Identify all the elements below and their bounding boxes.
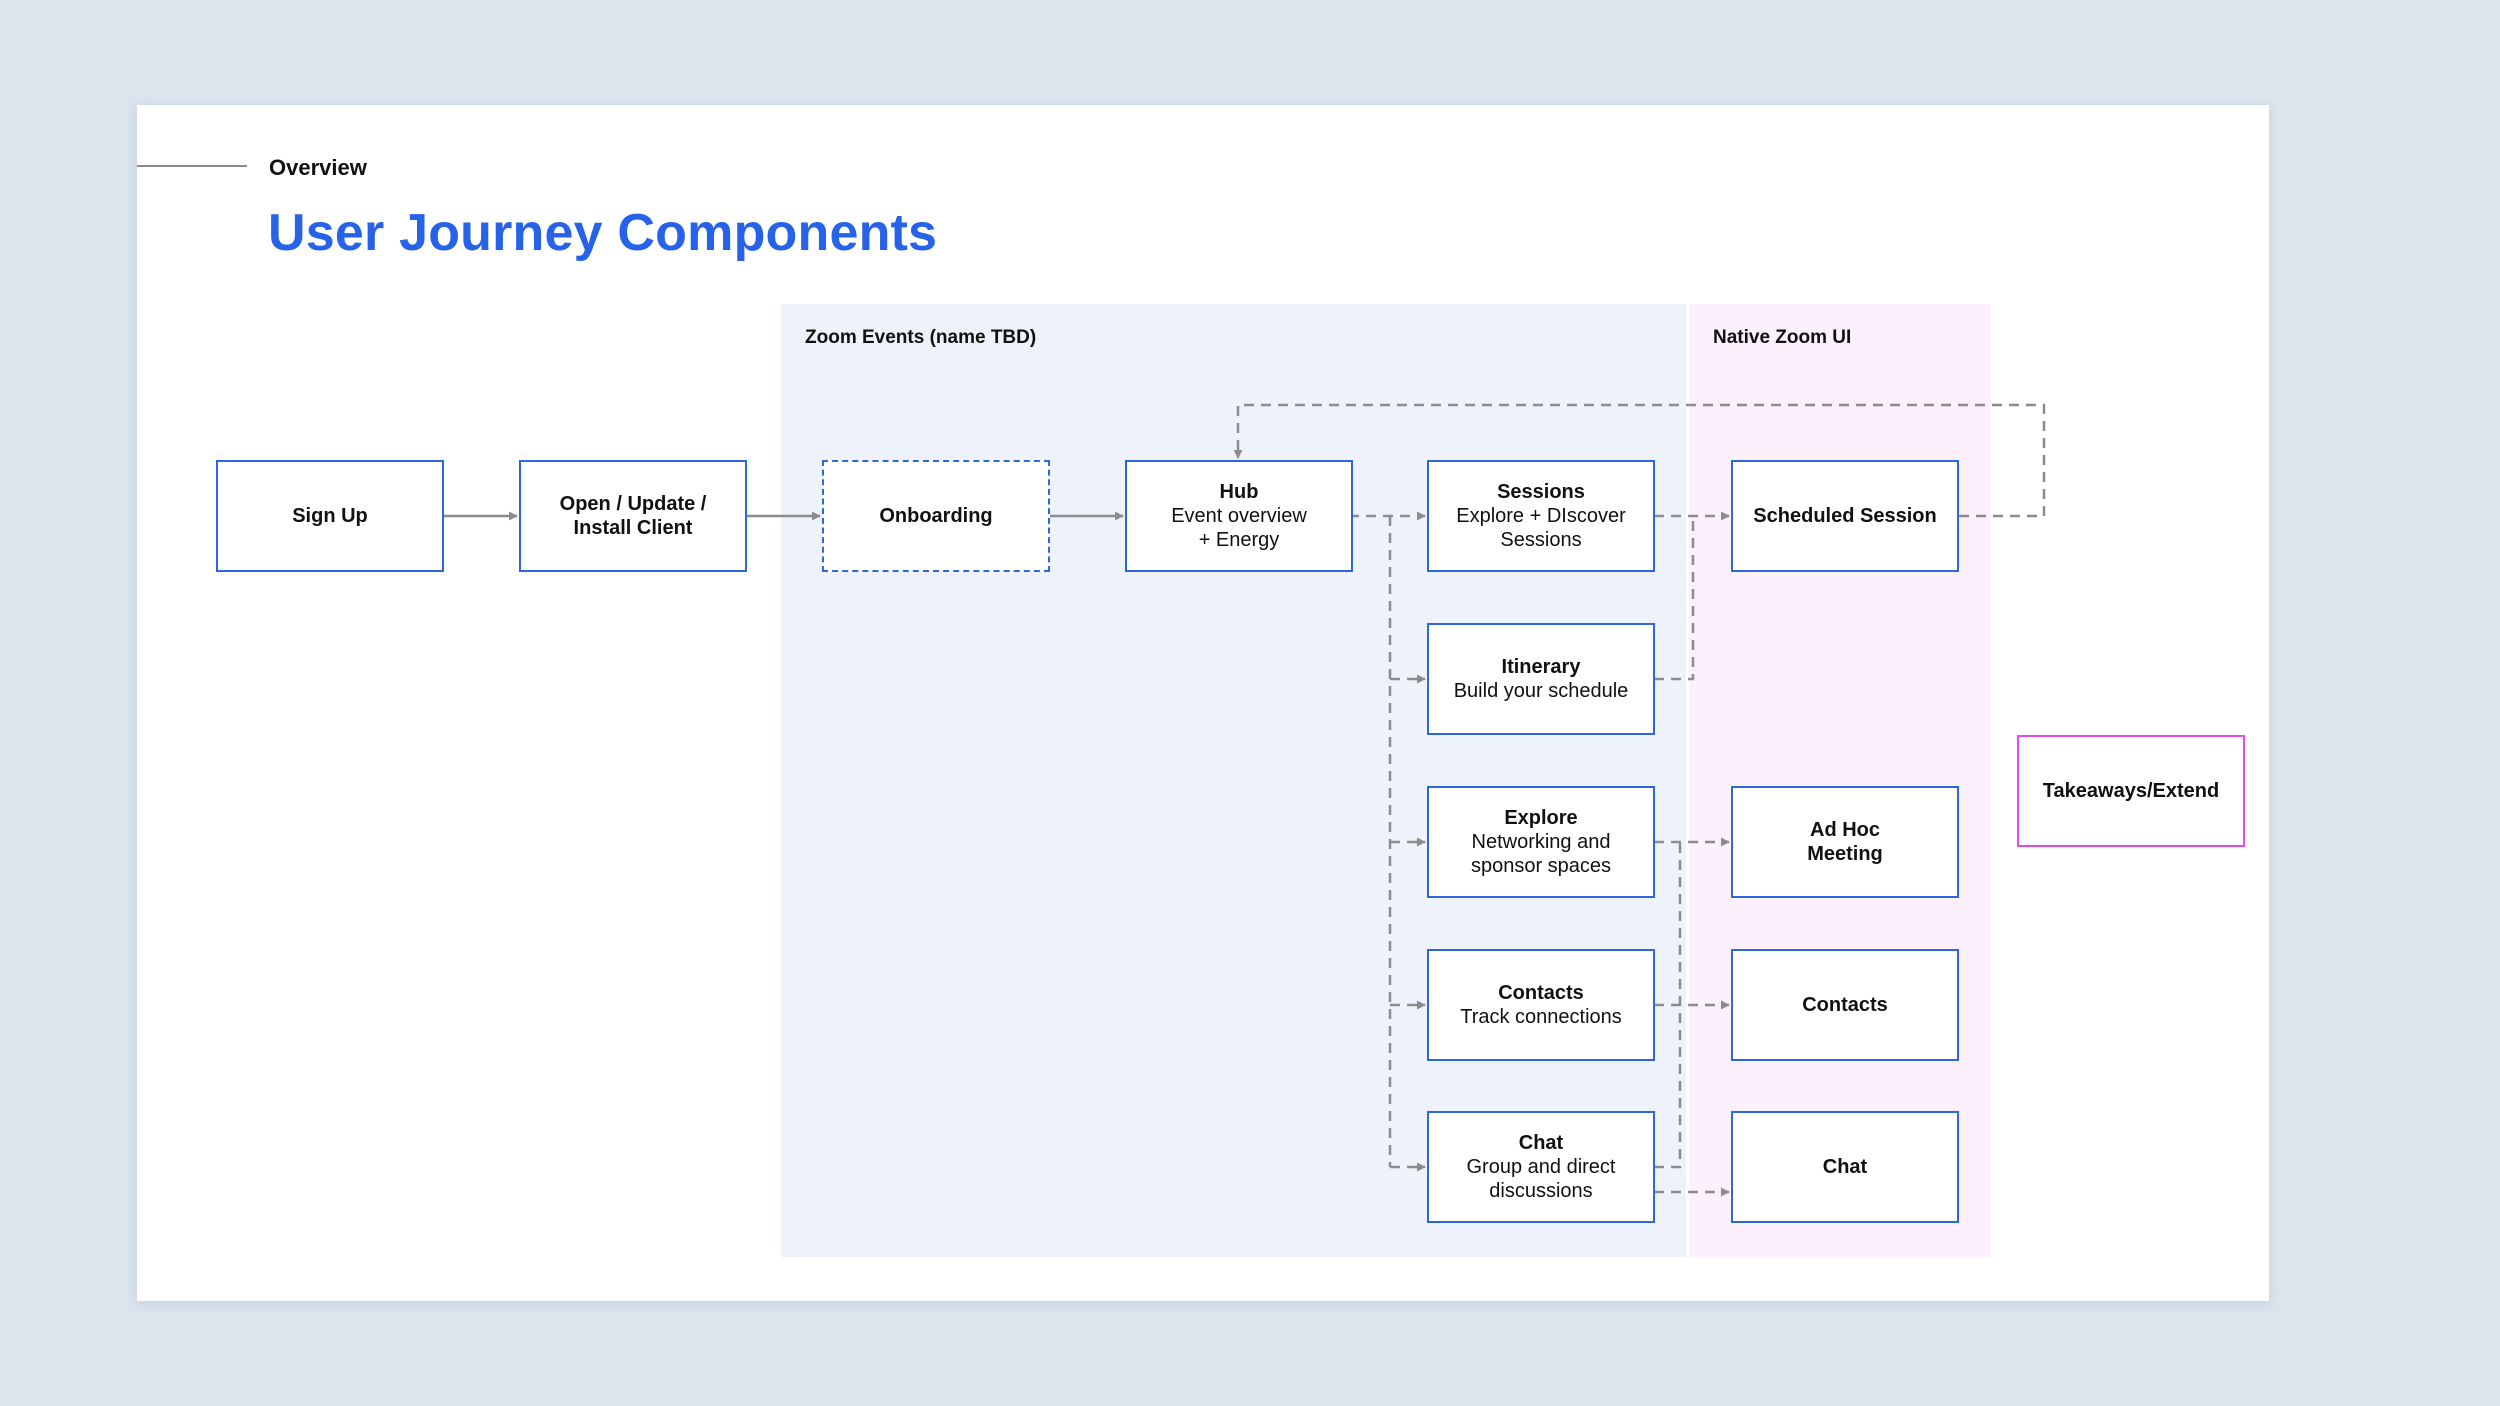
node-native-chat[interactable]: Chat — [1731, 1111, 1959, 1223]
node-sign-up-title: Sign Up — [292, 505, 368, 527]
node-scheduled-session-title: Scheduled Session — [1753, 505, 1937, 527]
node-explore-sub-line1: Networking and — [1471, 831, 1611, 853]
section-eyebrow: Overview — [269, 155, 367, 180]
node-chat[interactable]: Chat Group and direct discussions — [1427, 1111, 1655, 1223]
node-ad-hoc-title-line2: Meeting — [1807, 843, 1883, 865]
zoom-events-region-label: Zoom Events (name TBD) — [805, 327, 1037, 348]
eyebrow-divider — [137, 165, 247, 167]
connector-layer — [444, 403, 2046, 1197]
node-hub[interactable]: Hub Event overview + Energy — [1125, 460, 1353, 572]
node-sessions[interactable]: Sessions Explore + DIscover Sessions — [1427, 460, 1655, 572]
native-zoom-region-label: Native Zoom UI — [1713, 327, 1852, 348]
node-onboarding-title: Onboarding — [879, 505, 993, 527]
node-contacts[interactable]: Contacts Track connections — [1427, 949, 1655, 1061]
node-explore-sub-line2: sponsor spaces — [1470, 855, 1612, 877]
node-itinerary-sub-line1: Build your schedule — [1453, 680, 1629, 702]
node-onboarding[interactable]: Onboarding — [822, 460, 1050, 572]
node-explore[interactable]: Explore Networking and sponsor spaces — [1427, 786, 1655, 898]
node-open-update-title-line2: Install Client — [573, 517, 693, 539]
node-native-contacts[interactable]: Contacts — [1731, 949, 1959, 1061]
node-ad-hoc-meeting[interactable]: Ad Hoc Meeting — [1731, 786, 1959, 898]
node-native-contacts-title: Contacts — [1802, 994, 1888, 1016]
node-explore-title: Explore — [1504, 807, 1578, 829]
node-takeaways-title: Takeaways/Extend — [2042, 780, 2220, 802]
node-open-update-install[interactable]: Open / Update / Install Client — [519, 460, 747, 572]
node-ad-hoc-title-line1: Ad Hoc — [1810, 819, 1880, 841]
node-itinerary-title: Itinerary — [1501, 656, 1581, 678]
node-chat-sub-line1: Group and direct — [1466, 1156, 1616, 1178]
node-hub-sub-line1: Event overview — [1171, 505, 1307, 527]
node-open-update-title-line1: Open / Update / — [559, 493, 707, 515]
node-takeaways-extend[interactable]: Takeaways/Extend — [2017, 735, 2245, 847]
node-scheduled-session[interactable]: Scheduled Session — [1731, 460, 1959, 572]
node-contacts-sub-line1: Track connections — [1460, 1006, 1622, 1028]
node-chat-title: Chat — [1518, 1132, 1564, 1154]
connector-chat-to-adhoc — [1654, 842, 1682, 1169]
connector-scheduled-to-hub — [1233, 403, 2046, 518]
node-native-chat-title: Chat — [1822, 1156, 1868, 1178]
node-chat-sub-line2: discussions — [1489, 1180, 1593, 1202]
connector-itinerary-to-scheduled — [1654, 516, 1695, 681]
slide: Overview User Journey Components Zoom Ev… — [137, 105, 2269, 1301]
node-hub-sub-line2: + Energy — [1198, 529, 1280, 551]
node-contacts-title: Contacts — [1498, 982, 1584, 1004]
node-sign-up[interactable]: Sign Up — [216, 460, 444, 572]
node-sessions-sub-line1: Explore + DIscover — [1456, 505, 1626, 527]
node-sessions-sub-line2: Sessions — [1500, 529, 1582, 551]
node-hub-title: Hub — [1219, 481, 1259, 503]
node-sessions-title: Sessions — [1497, 481, 1585, 503]
node-itinerary[interactable]: Itinerary Build your schedule — [1427, 623, 1655, 735]
page-title: User Journey Components — [268, 204, 938, 262]
